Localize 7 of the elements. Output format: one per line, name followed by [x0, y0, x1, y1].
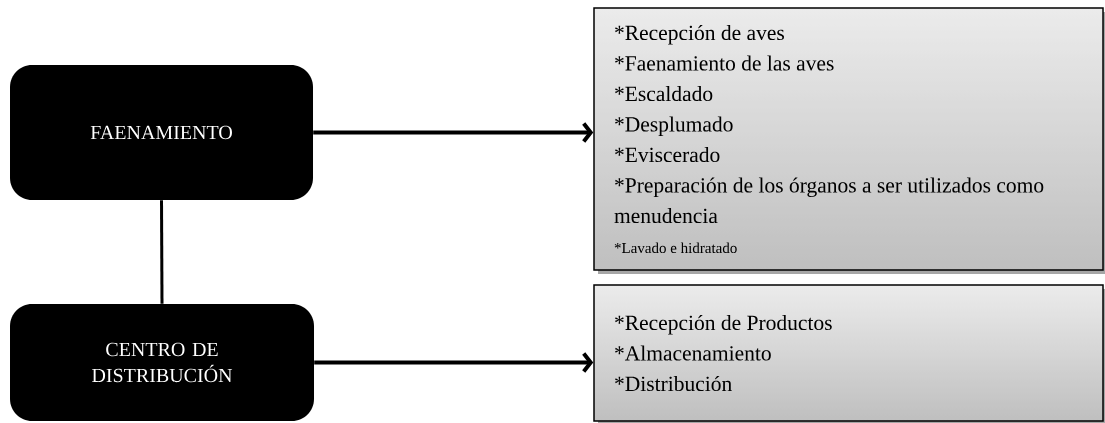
list-box: *Recepción de aves *Faenamiento de las aves *Escaldado *Desplumado *Eviscerado *Preparación de los órganos a ser utilizados como menudencia *Lavado e hidratado — [593, 7, 1105, 274]
process-box: FAENAMIENTO — [10, 65, 313, 200]
connector-line — [160, 200, 164, 304]
arrow — [314, 352, 594, 373]
arrow — [313, 122, 594, 143]
list-box: *Recepción de Productos *Almacenamiento *Distribución — [593, 284, 1105, 423]
process-box: CENTRO DE DISTRIBUCIÓN — [10, 304, 314, 421]
